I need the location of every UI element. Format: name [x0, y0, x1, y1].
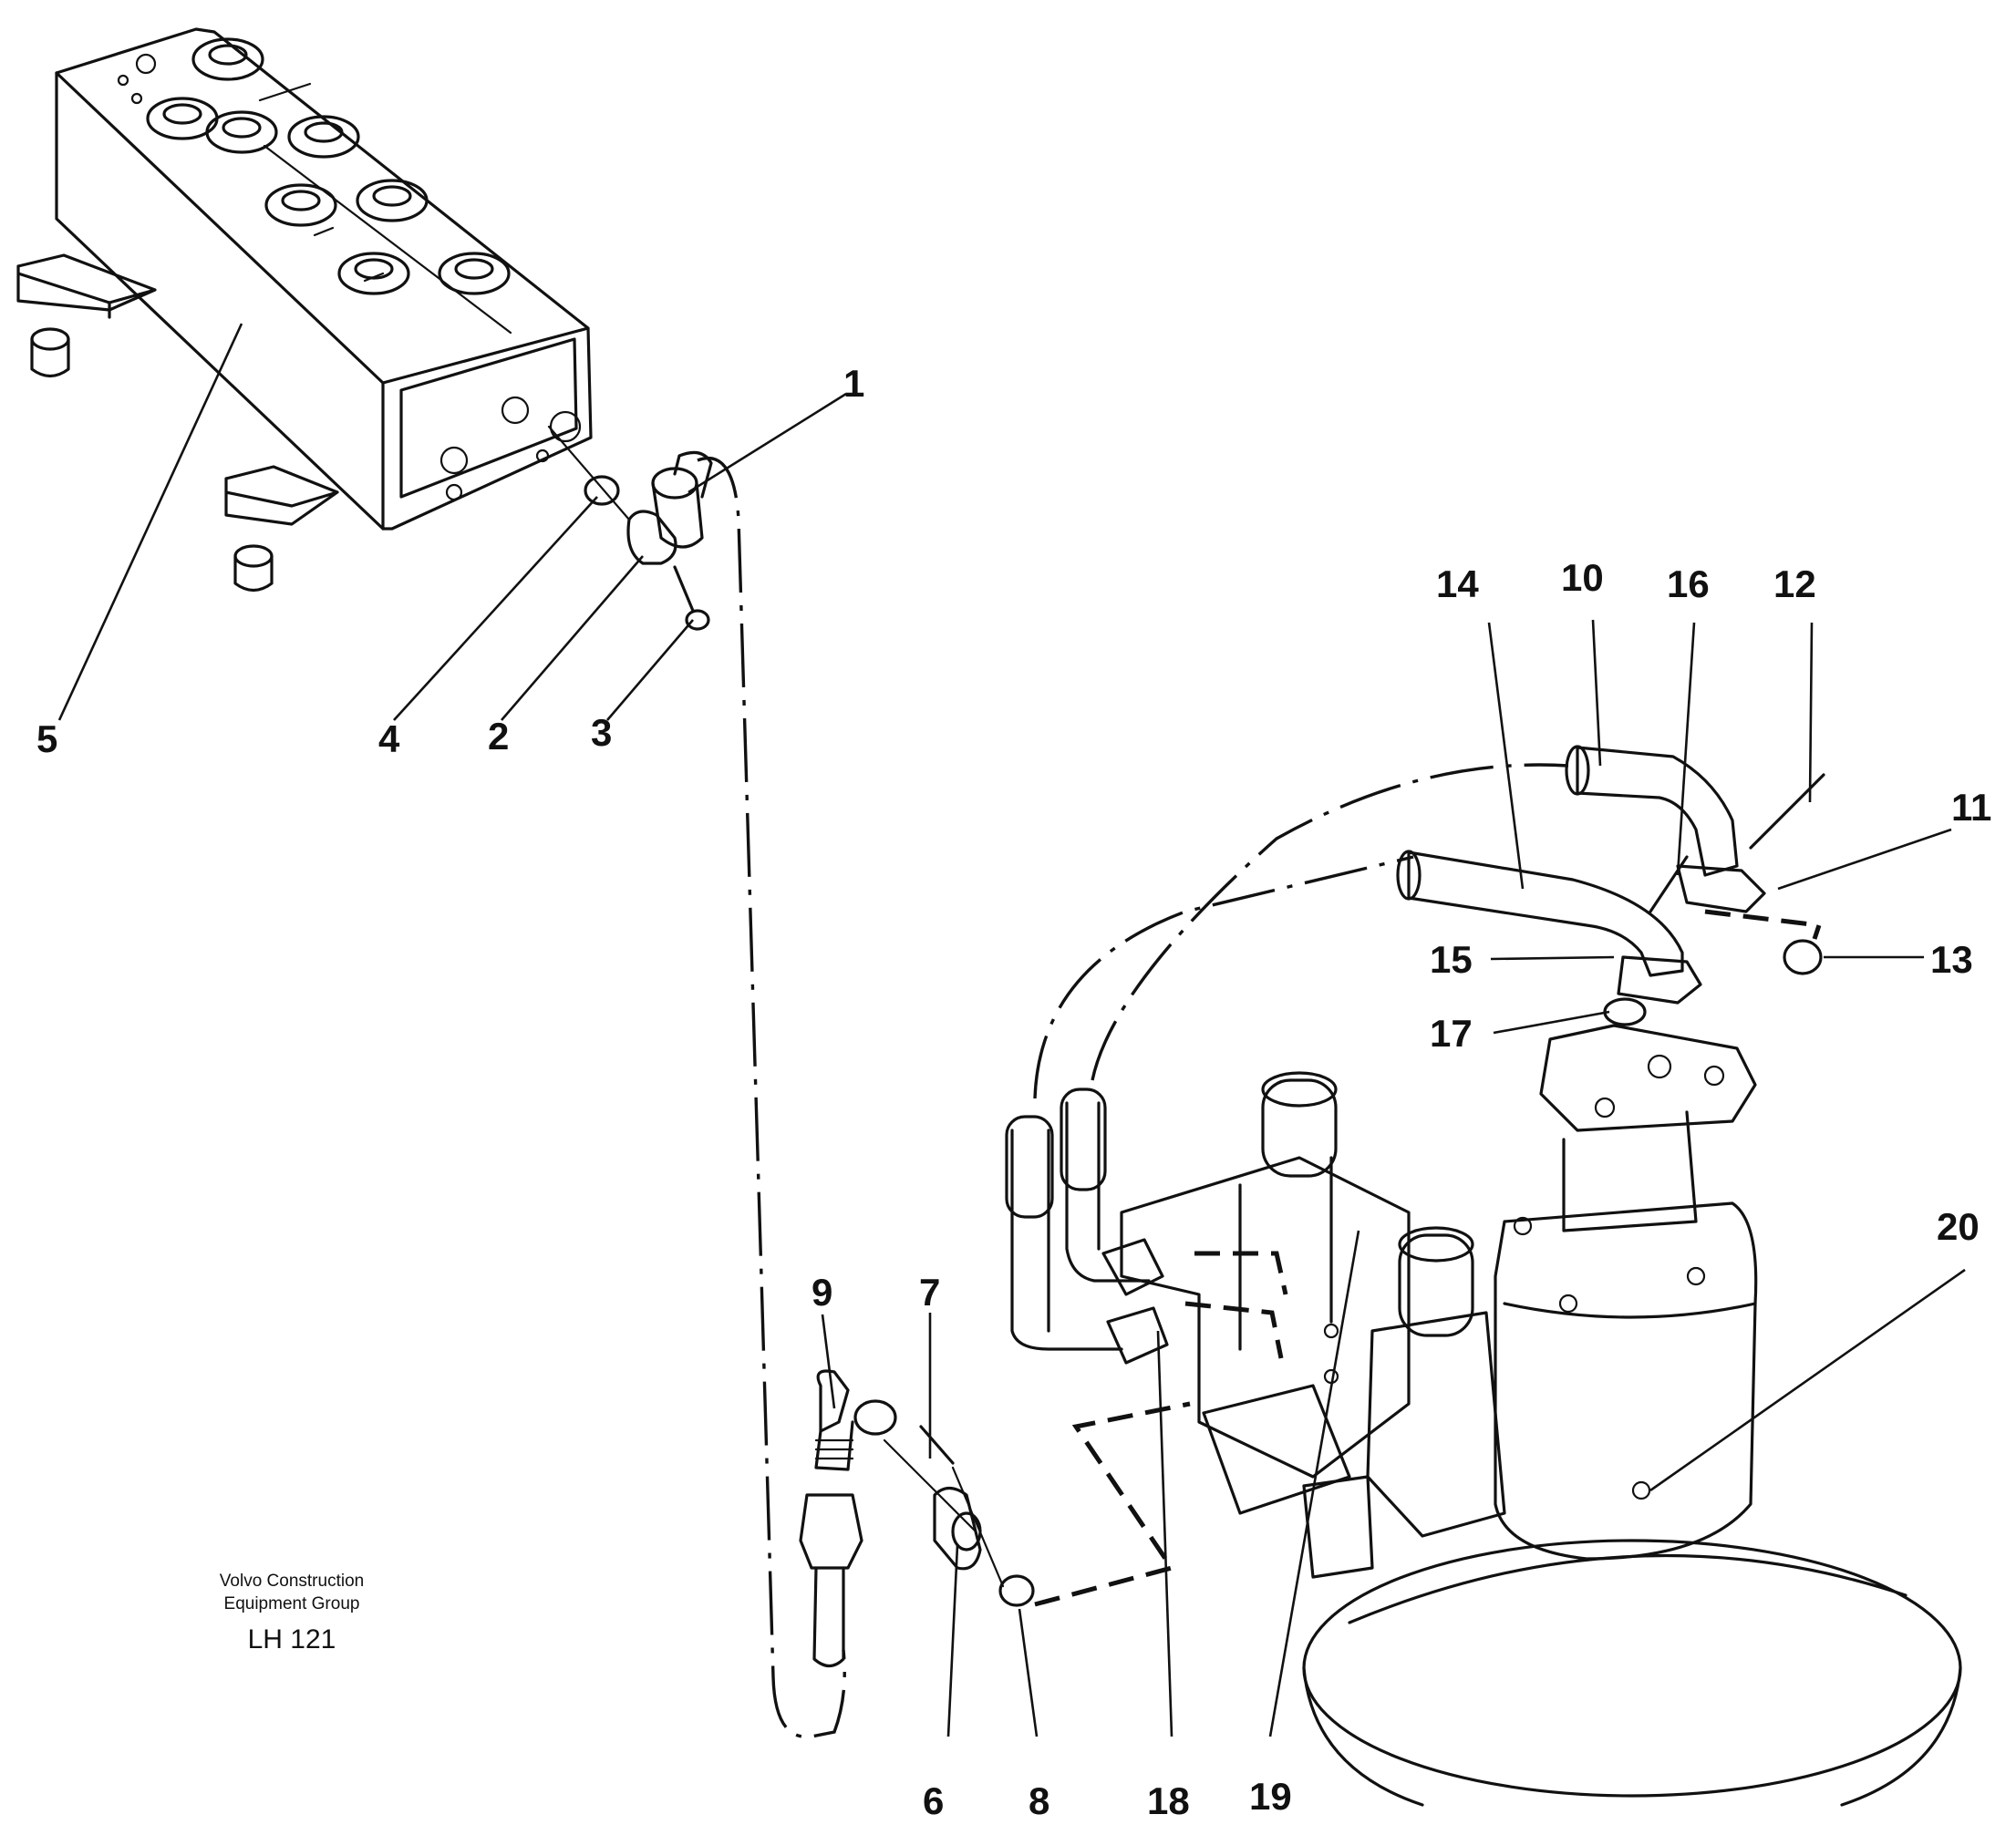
callout-16: 16: [1667, 562, 1710, 605]
hose-line-right-lower: [1033, 855, 1414, 1099]
callout-18: 18: [1147, 1779, 1190, 1822]
callout-8: 8: [1029, 1779, 1049, 1822]
company-line-1: Volvo Construction: [219, 1572, 365, 1591]
callout-20: 20: [1937, 1205, 1980, 1248]
callout-17: 17: [1430, 1012, 1473, 1055]
callout-6: 6: [923, 1779, 944, 1822]
callout-3: 3: [591, 711, 612, 754]
callout-15: 15: [1430, 938, 1473, 981]
callout-10: 10: [1561, 556, 1604, 599]
diagram-code: LH 121: [247, 1624, 336, 1655]
callout-1: 1: [843, 362, 864, 405]
callout-14: 14: [1436, 562, 1479, 605]
lower-fitting-group: [799, 1369, 1191, 1668]
callout-5: 5: [36, 717, 57, 760]
callout-leaders: [57, 323, 1966, 1737]
hose-line-left: [697, 456, 846, 1738]
callout-7: 7: [919, 1271, 940, 1314]
upper-fitting-group: [547, 425, 713, 631]
callout-12: 12: [1773, 562, 1816, 605]
swing-motor: [1302, 1024, 1962, 1807]
directional-valve-assembly: [1005, 1071, 1506, 1579]
callout-11: 11: [1951, 786, 1991, 829]
callout-numbers: 1 2 3 4 5 6 7 8 9 10 11 12 13 14 15 16 1…: [36, 362, 1991, 1822]
callout-4: 4: [378, 717, 400, 760]
company-name: Volvo Construction Equipment Group: [173, 1570, 410, 1615]
callout-13: 13: [1930, 938, 1973, 981]
company-line-2: Equipment Group: [223, 1594, 360, 1613]
upper-right-fittings: [1396, 745, 1825, 1026]
callout-19: 19: [1249, 1775, 1292, 1818]
control-valve-block: [16, 27, 593, 593]
callout-2: 2: [488, 715, 509, 758]
hose-line-right-upper: [1091, 763, 1569, 1081]
callout-9: 9: [812, 1271, 832, 1314]
